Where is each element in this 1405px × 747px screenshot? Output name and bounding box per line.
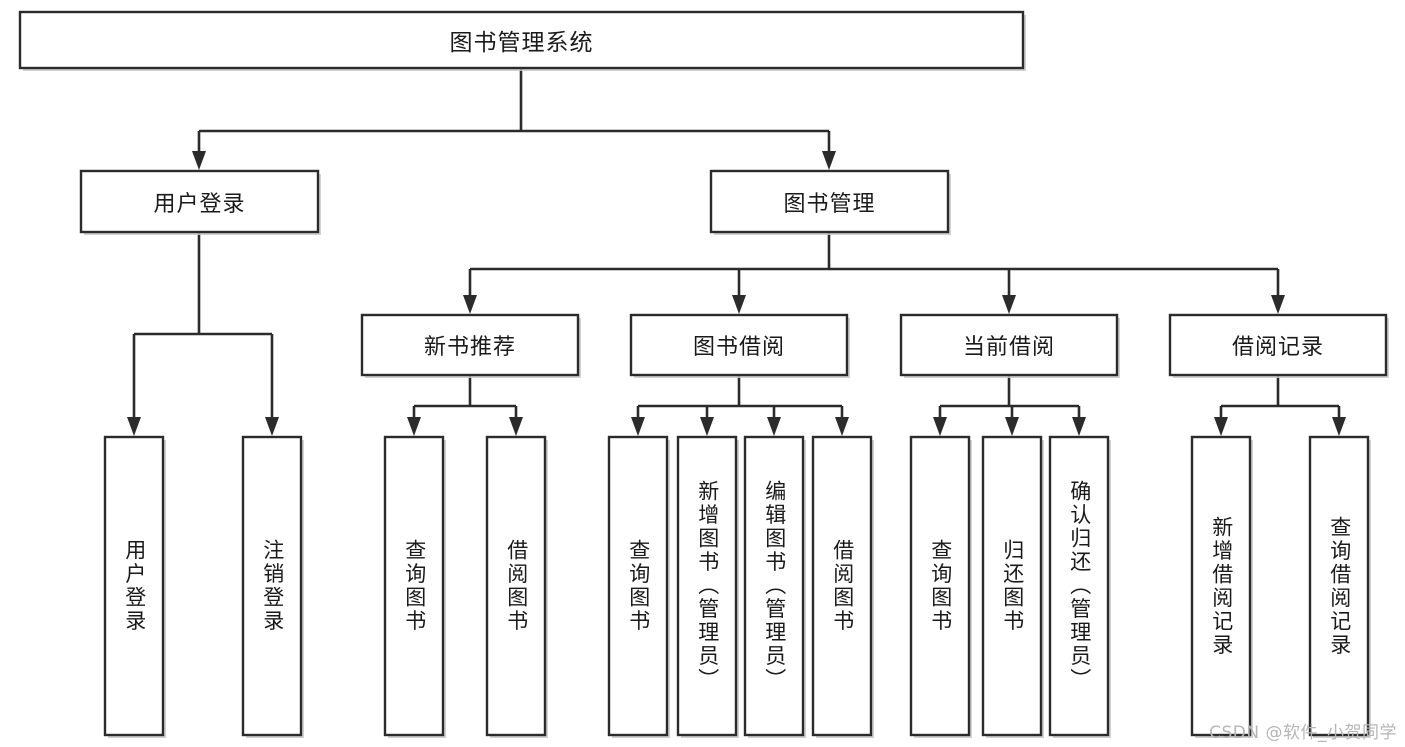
edge-level3-group-1-0-arrowhead	[631, 417, 645, 436]
node-leaf-1-box[interactable]	[241, 435, 303, 737]
edge-root-to-level2-0-arrowhead	[192, 151, 206, 170]
edge-level3-group-0-1-arrowhead	[509, 417, 523, 436]
edge-level3-group-0-0-arrowhead	[407, 417, 421, 436]
edge-root-to-level2-1-arrowhead	[822, 151, 836, 170]
node-level3-3-box[interactable]	[1168, 313, 1388, 377]
node-level3-2-box[interactable]	[899, 313, 1119, 377]
node-leaf-6-box[interactable]	[743, 435, 805, 737]
node-leaf-7-box[interactable]	[811, 435, 873, 737]
edge-userlogin-children-0-arrowhead	[127, 417, 141, 436]
node-leaf-12-box[interactable]	[1308, 435, 1370, 737]
node-boxes-layer	[18, 10, 1389, 738]
node-leaf-11-box[interactable]	[1190, 435, 1252, 737]
node-leaf-5-box[interactable]	[676, 435, 738, 737]
node-root-box[interactable]	[18, 10, 1025, 70]
edge-userlogin-children-1-arrowhead	[265, 417, 279, 436]
edge-bookmgmt-children-1-arrowhead	[732, 295, 746, 314]
edge-level3-group-1-2-arrowhead	[767, 417, 781, 436]
node-leaf-9-box[interactable]	[981, 435, 1043, 737]
edge-level3-group-2-0-arrowhead	[933, 417, 947, 436]
edge-level3-group-2-1-arrowhead	[1005, 417, 1019, 436]
edge-level3-group-2-2-arrowhead	[1072, 417, 1086, 436]
edge-bookmgmt-children-2-arrowhead	[1002, 295, 1016, 314]
node-leaf-0-box[interactable]	[103, 435, 165, 737]
edge-level3-group-1-3-arrowhead	[835, 417, 849, 436]
node-level3-0-box[interactable]	[360, 313, 580, 377]
edge-level3-group-3-0-arrowhead	[1214, 417, 1228, 436]
edge-level3-group-1-1-arrowhead	[700, 417, 714, 436]
node-leaf-8-box[interactable]	[909, 435, 971, 737]
node-level2-0-box[interactable]	[79, 169, 320, 234]
node-level2-1-box[interactable]	[709, 169, 950, 234]
edge-bookmgmt-children-3-arrowhead	[1271, 295, 1285, 314]
edge-level3-group-3-1-arrowhead	[1332, 417, 1346, 436]
node-leaf-10-box[interactable]	[1048, 435, 1110, 737]
node-level3-1-box[interactable]	[629, 313, 849, 377]
edge-bookmgmt-children-0-arrowhead	[463, 295, 477, 314]
node-leaf-3-box[interactable]	[485, 435, 547, 737]
node-leaf-4-box[interactable]	[607, 435, 669, 737]
connector-edges-layer	[127, 68, 1346, 436]
node-leaf-2-box[interactable]	[383, 435, 445, 737]
